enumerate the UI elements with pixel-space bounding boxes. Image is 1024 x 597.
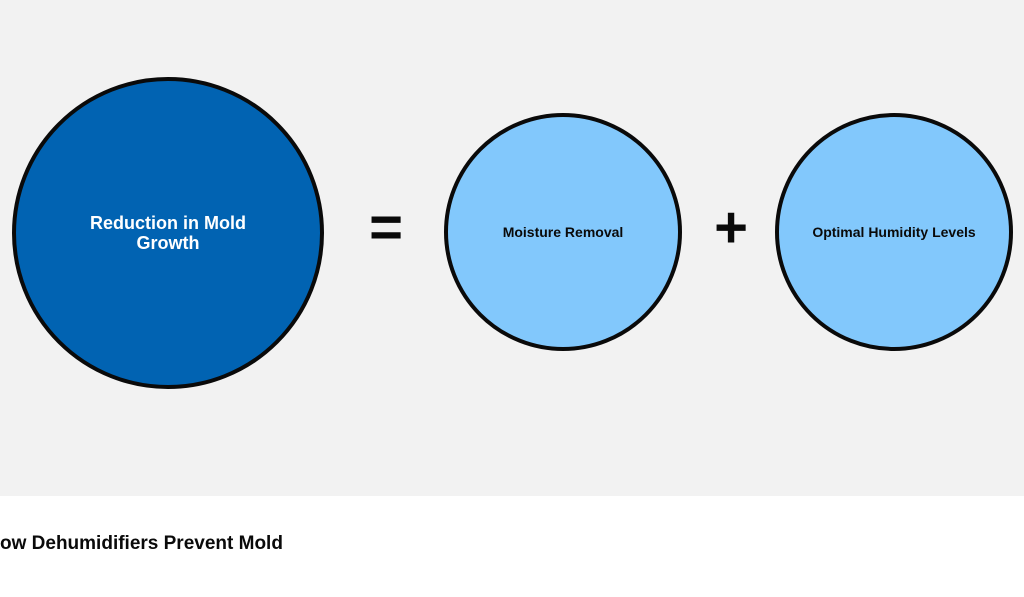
factor-circle-moisture: Moisture Removal [444,113,682,351]
plus-operator: + [714,195,748,260]
equals-operator: = [369,195,403,260]
factor-label-moisture: Moisture Removal [502,224,624,240]
diagram-caption: ow Dehumidifiers Prevent Mold [0,533,283,554]
result-label: Reduction in Mold Growth [90,213,246,253]
factor-circle-humidity: Optimal Humidity Levels [775,113,1013,351]
factor-label-humidity: Optimal Humidity Levels [812,224,976,240]
result-circle: Reduction in Mold Growth [12,77,324,389]
diagram-panel: Reduction in Mold Growth = Moisture Remo… [0,0,1024,496]
